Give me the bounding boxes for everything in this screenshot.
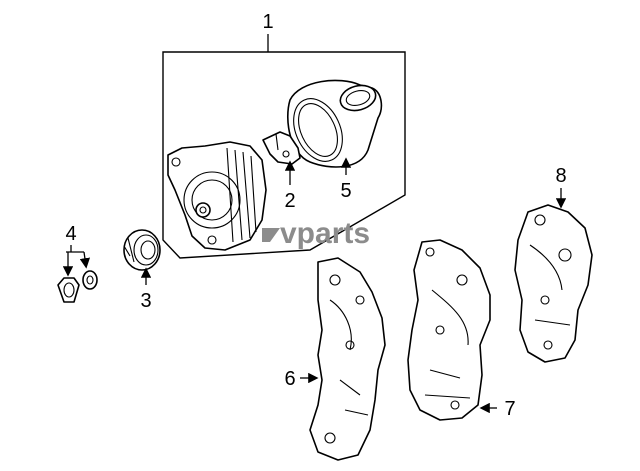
callout-3: 3 xyxy=(140,290,151,312)
assembly-outline xyxy=(162,34,406,259)
mounting-bracket-6 xyxy=(309,257,386,461)
regulator-bracket xyxy=(262,131,301,165)
watermark-text: vparts xyxy=(280,217,370,250)
callout-8: 8 xyxy=(555,165,566,187)
callout-1: 1 xyxy=(262,11,273,33)
nut-and-washer xyxy=(57,270,98,303)
callout-4: 4 xyxy=(65,223,76,245)
vparts-watermark: vparts xyxy=(262,217,370,250)
callout-5: 5 xyxy=(340,180,351,202)
alternator xyxy=(167,141,267,251)
callout-2: 2 xyxy=(284,190,295,212)
mounting-bracket-7 xyxy=(407,239,491,421)
callout-7: 7 xyxy=(504,398,515,420)
pulley xyxy=(123,229,161,271)
vparts-logo-mark-icon xyxy=(262,228,280,242)
mounting-bracket-8 xyxy=(514,204,593,363)
callout-6: 6 xyxy=(284,368,295,390)
leader-4 xyxy=(62,245,91,277)
